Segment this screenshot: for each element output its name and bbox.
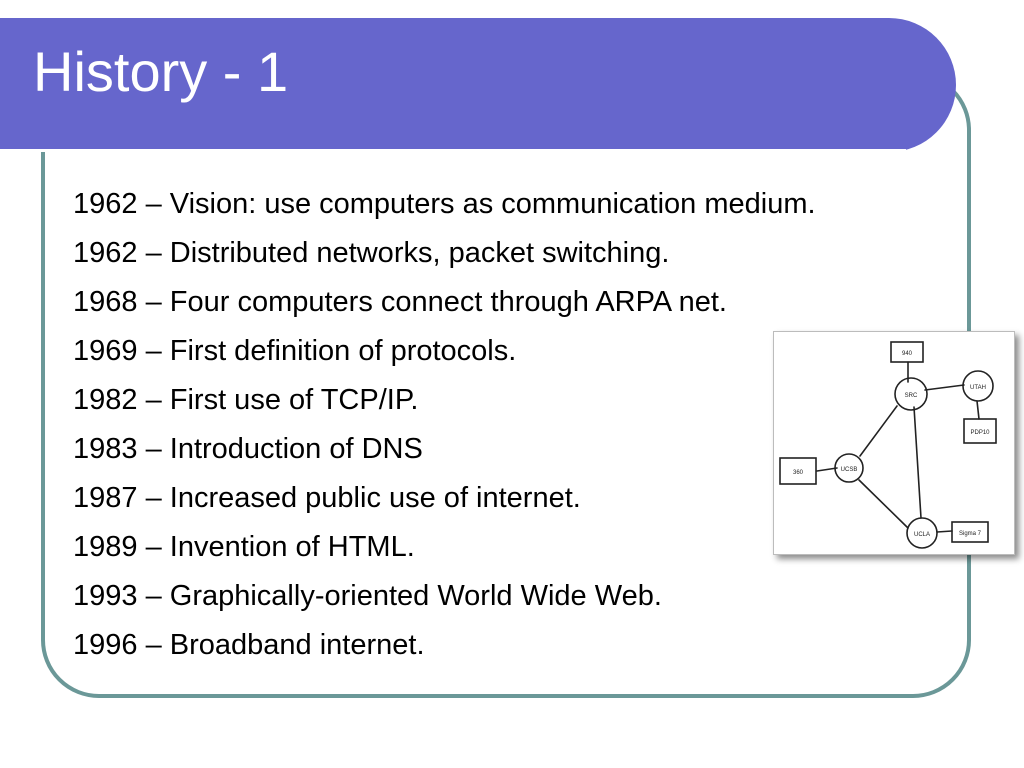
title-bar bbox=[0, 18, 956, 152]
link-src-ucla bbox=[913, 406, 922, 519]
link-utah-pdp10 bbox=[976, 400, 980, 420]
history-item-1996: 1996 – Broadband internet. bbox=[73, 629, 425, 661]
history-item-1982: 1982 – First use of TCP/IP. bbox=[73, 384, 419, 416]
link-ucsb-ucla bbox=[858, 479, 909, 529]
node-label-pdp10: PDP10 bbox=[970, 430, 990, 436]
history-item-1987: 1987 – Increased public use of internet. bbox=[73, 482, 581, 514]
node-label-src: SRC bbox=[905, 393, 918, 399]
node-label-360: 360 bbox=[793, 470, 804, 476]
node-label-ucsb: UCSB bbox=[841, 467, 858, 473]
title-underline bbox=[0, 149, 906, 152]
link-360-ucsb bbox=[816, 467, 838, 472]
node-sigma7 bbox=[951, 521, 989, 543]
history-item-1968: 1968 – Four computers connect through AR… bbox=[73, 286, 727, 318]
slide-title: History - 1 bbox=[33, 40, 289, 103]
node-label-940: 940 bbox=[902, 351, 913, 357]
node-ucla bbox=[906, 517, 938, 549]
history-item-1993: 1993 – Graphically-oriented World Wide W… bbox=[73, 580, 662, 612]
link-src-ucsb bbox=[859, 405, 898, 457]
history-item-1962-vision: 1962 – Vision: use computers as communic… bbox=[73, 188, 816, 220]
node-utah bbox=[962, 370, 994, 402]
node-label-ucla: UCLA bbox=[914, 532, 930, 538]
history-item-1969: 1969 – First definition of protocols. bbox=[73, 335, 517, 367]
node-src bbox=[894, 377, 928, 411]
history-item-1962-networks: 1962 – Distributed networks, packet swit… bbox=[73, 237, 670, 269]
link-ucla-sigma7 bbox=[936, 530, 953, 533]
node-pdp10 bbox=[963, 418, 997, 444]
node-360 bbox=[779, 457, 817, 485]
arpanet-sketch-image: 940 SRC UTAH PDP10 360 UCSB UCLA Sigma 7 bbox=[773, 331, 1015, 555]
node-ucsb bbox=[834, 453, 864, 483]
history-list: 1962 – Vision: use computers as communic… bbox=[73, 180, 816, 670]
node-940 bbox=[890, 341, 924, 363]
history-item-1983: 1983 – Introduction of DNS bbox=[73, 433, 423, 465]
node-label-sigma7: Sigma 7 bbox=[959, 531, 982, 537]
history-item-1989: 1989 – Invention of HTML. bbox=[73, 531, 415, 563]
arpanet-sketch: 940 SRC UTAH PDP10 360 UCSB UCLA Sigma 7 bbox=[779, 341, 997, 549]
node-label-utah: UTAH bbox=[970, 385, 986, 391]
link-src-utah bbox=[924, 384, 965, 391]
